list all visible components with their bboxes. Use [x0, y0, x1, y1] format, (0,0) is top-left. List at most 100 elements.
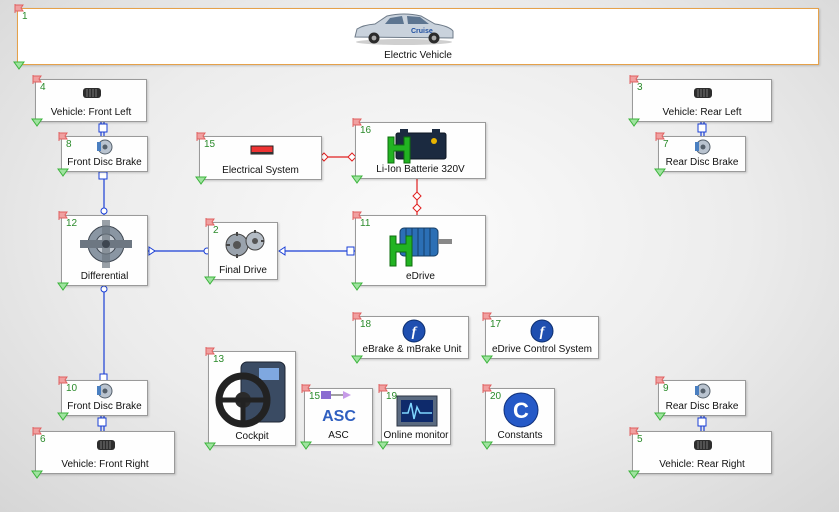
block-label: eDrive [406, 271, 435, 282]
edrive-block[interactable]: 11 eDrive [351, 211, 486, 291]
block-port-icon[interactable] [13, 60, 25, 70]
block-port-icon[interactable] [31, 469, 43, 479]
block-port-icon[interactable] [57, 167, 69, 177]
block-number: 5 [637, 434, 643, 445]
block-number: 19 [386, 391, 398, 402]
front-disc-brake-right-block[interactable]: 10 Front Disc Brake [57, 376, 148, 421]
disc-brake-icon [695, 139, 711, 155]
block-number: 18 [360, 319, 372, 330]
electrical-system-block[interactable]: 15 Electrical System [195, 132, 322, 185]
function-icon: f [530, 319, 554, 343]
asc-icon: ASC [321, 391, 356, 425]
block-port-icon[interactable] [300, 440, 312, 450]
block-number: 12 [66, 218, 78, 229]
edrive-control-system-block[interactable]: 17 f eDrive Control System [481, 312, 599, 364]
block-flag-icon [352, 312, 362, 321]
block-port-icon[interactable] [628, 469, 640, 479]
block-flag-icon [196, 132, 206, 141]
block-label: Rear Disc Brake [665, 401, 739, 412]
li-ion-battery-block[interactable]: 16 Li-Ion Batterie 320V [351, 118, 486, 184]
constants-block[interactable]: 20 C Constants [481, 384, 555, 450]
block-label: Vehicle: Rear Right [659, 459, 745, 470]
block-port-icon[interactable] [57, 411, 69, 421]
block-label: Vehicle: Front Left [50, 107, 132, 118]
block-port-icon[interactable] [628, 117, 640, 127]
block-flag-icon [14, 4, 24, 13]
vehicle-front-left-block[interactable]: 4 Vehicle: Front Left [31, 75, 147, 127]
differential-icon [80, 220, 132, 268]
block-label: eDrive Control System [491, 344, 593, 355]
block-label: Electrical System [222, 165, 299, 176]
block-port-icon[interactable] [654, 167, 666, 177]
function-icon: f [402, 319, 426, 343]
block-flag-icon [205, 347, 215, 356]
block-flag-icon [32, 427, 42, 436]
block-flag-icon [655, 376, 665, 385]
car-icon: Cruise [354, 13, 454, 45]
front-disc-brake-left-block[interactable]: 8 Front Disc Brake [57, 132, 148, 177]
block-label: Differential [80, 271, 129, 282]
block-label: ASC [328, 430, 349, 441]
asc-icon-text: ASC [322, 408, 356, 425]
block-port-icon[interactable] [57, 281, 69, 291]
block-port-icon[interactable] [351, 354, 363, 364]
electric-vehicle-block[interactable]: 1 Cruise Electric Vehicle [13, 4, 819, 70]
block-flag-icon [352, 118, 362, 127]
block-port-icon[interactable] [351, 174, 363, 184]
steering-wheel-icon [215, 361, 286, 428]
tire-icon [694, 88, 712, 98]
svg-text:C: C [513, 398, 529, 423]
block-port-icon[interactable] [377, 440, 389, 450]
block-number: 4 [40, 82, 46, 93]
vehicle-front-right-block[interactable]: 6 Vehicle: Front Right [31, 427, 175, 479]
block-port-icon[interactable] [204, 441, 216, 451]
block-port-icon[interactable] [204, 275, 216, 285]
disc-brake-icon [97, 139, 113, 155]
rear-disc-brake-right-block[interactable]: 9 Rear Disc Brake [654, 376, 746, 421]
block-number: 17 [490, 319, 502, 330]
ebrake-mbrake-unit-block[interactable]: 18 f eBrake & mBrake Unit [351, 312, 469, 364]
block-port-icon[interactable] [351, 281, 363, 291]
final-drive-block[interactable]: 2 Final Drive [204, 218, 278, 285]
block-port-icon[interactable] [481, 440, 493, 450]
block-flag-icon [378, 384, 388, 393]
block-flag-icon [629, 75, 639, 84]
block-label: Final Drive [219, 265, 267, 276]
block-flag-icon [205, 218, 215, 227]
block-flag-icon [482, 384, 492, 393]
block-number: 2 [213, 225, 219, 236]
block-label: eBrake & mBrake Unit [362, 344, 462, 355]
block-port-icon[interactable] [31, 117, 43, 127]
asc-block[interactable]: 15 ASC ASC [300, 384, 373, 450]
block-number: 9 [663, 383, 669, 394]
block-label: Online monitor [383, 430, 449, 441]
block-flag-icon [352, 211, 362, 220]
rear-disc-brake-left-block[interactable]: 7 Rear Disc Brake [654, 132, 746, 177]
block-port-icon[interactable] [481, 354, 493, 364]
block-flag-icon [482, 312, 492, 321]
tire-icon [97, 440, 115, 450]
block-number: 16 [360, 125, 372, 136]
block-port-icon[interactable] [654, 411, 666, 421]
vehicle-rear-right-block[interactable]: 5 Vehicle: Rear Right [628, 427, 772, 479]
block-flag-icon [32, 75, 42, 84]
differential-block[interactable]: 12 Differential [57, 211, 148, 291]
online-monitor-block[interactable]: 19 Online monitor [377, 384, 451, 450]
car-logo-text: Cruise [411, 28, 433, 35]
block-flag-icon [629, 427, 639, 436]
block-label: Cockpit [235, 431, 269, 442]
block-port-icon[interactable] [195, 175, 207, 185]
block-number: 6 [40, 434, 46, 445]
disc-brake-icon [97, 383, 113, 399]
tire-icon [694, 440, 712, 450]
block-number: 13 [213, 354, 225, 365]
cockpit-block[interactable]: 13 Cockpit [204, 347, 296, 451]
svg-text:f: f [540, 325, 546, 340]
vehicle-rear-left-block[interactable]: 3 Vehicle: Rear Left [628, 75, 772, 127]
block-label: Rear Disc Brake [665, 157, 739, 168]
block-flag-icon [301, 384, 311, 393]
electric-motor-icon [389, 227, 452, 267]
constant-icon: C [503, 392, 539, 428]
block-number: 20 [490, 391, 502, 402]
block-label: Front Disc Brake [67, 401, 142, 412]
